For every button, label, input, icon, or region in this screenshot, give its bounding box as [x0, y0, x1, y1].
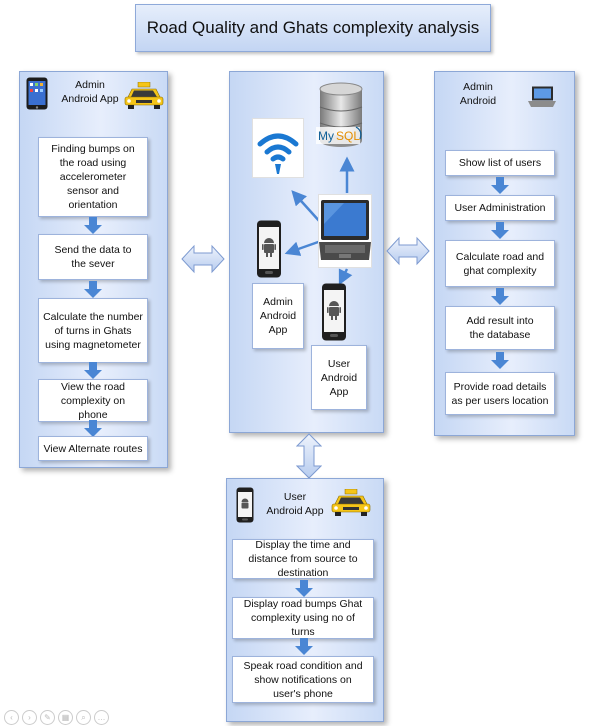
down-arrow [84, 217, 102, 234]
bottom-panel-header: User Android App [262, 490, 328, 518]
down-arrow [84, 281, 102, 298]
down-arrow [84, 362, 102, 379]
next-slide-icon[interactable]: › [22, 710, 37, 725]
admin-android-app-label: Admin Android App [252, 283, 304, 349]
down-arrow [491, 177, 509, 194]
taxi-car-icon [331, 489, 371, 516]
svg-text:SQL: SQL [336, 129, 360, 143]
laptop-icon [528, 86, 556, 107]
user-android-phone-icon [322, 283, 346, 341]
svg-text:My: My [318, 129, 334, 143]
left-step-5: View Alternate routes [38, 436, 148, 461]
bottom-header-line-2: Android App [266, 505, 324, 517]
connection-arrows [284, 156, 355, 286]
right-step-5: Provide road details as per users locati… [445, 372, 555, 415]
admin-android-phone-icon [257, 220, 281, 278]
left-header-line-2: Android App [61, 93, 119, 105]
left-step-2: Send the data to the sever [38, 234, 148, 280]
wifi-icon [252, 118, 304, 178]
pen-icon[interactable]: ✎ [40, 710, 55, 725]
down-arrow [491, 222, 509, 239]
left-header-line-1: Admin [75, 79, 105, 91]
right-step-3: Calculate road and ghat complexity [445, 240, 555, 287]
down-arrow [295, 580, 313, 597]
bottom-step-3: Speak road condition and show notificati… [232, 656, 374, 703]
right-header-line-2: Android [459, 95, 497, 107]
diagram-title: Road Quality and Ghats complexity analys… [135, 4, 491, 52]
smartphone-icon [26, 77, 48, 110]
double-arrow-center-bottom [296, 433, 322, 479]
down-arrow [84, 420, 102, 437]
left-step-1: Finding bumps on the road using accelero… [38, 137, 148, 217]
right-step-2: User Administration [445, 195, 555, 221]
user-android-app-label: User Android App [311, 345, 367, 410]
right-header-line-1: Admin [463, 81, 493, 93]
mysql-database-icon: My SQL [316, 82, 363, 147]
slides-icon[interactable]: ▦ [58, 710, 73, 725]
bottom-step-2: Display road bumps Ghat complexity using… [232, 597, 374, 639]
left-panel-header: Admin Android App [55, 78, 125, 106]
double-arrow-center-right [386, 236, 430, 266]
right-step-1: Show list of users [445, 150, 555, 176]
down-arrow [295, 638, 313, 655]
down-arrow [491, 352, 509, 369]
double-arrow-left-center [181, 244, 225, 274]
bottom-step-1: Display the time and distance from sourc… [232, 539, 374, 579]
down-arrow [491, 288, 509, 305]
android-phone-icon [236, 487, 254, 523]
taxi-car-icon [124, 82, 164, 109]
left-step-4: View the road complexity on phone [38, 379, 148, 422]
left-step-3: Calculate the number of turns in Ghats u… [38, 298, 148, 363]
bottom-header-line-1: User [283, 491, 307, 503]
right-panel-header: Admin Android [448, 80, 508, 108]
previous-slide-icon[interactable]: ‹ [4, 710, 19, 725]
more-icon[interactable]: … [94, 710, 109, 725]
right-step-4: Add result into the database [445, 306, 555, 350]
zoom-icon[interactable]: ⌕ [76, 710, 91, 725]
laptop-server-icon [318, 194, 372, 268]
slideshow-toolbar[interactable]: ‹›✎▦⌕… [4, 707, 112, 725]
